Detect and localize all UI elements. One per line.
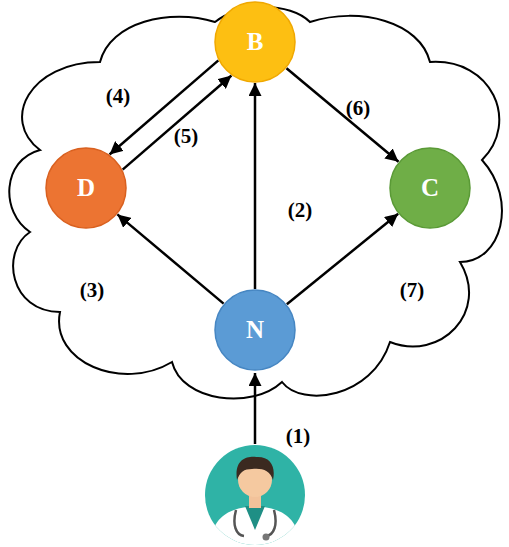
entry-arrow	[254, 373, 257, 444]
circle-fill	[215, 290, 295, 370]
node-letter: B	[247, 28, 264, 56]
flow-arrow	[254, 83, 257, 289]
doctor-neck	[249, 496, 261, 508]
circle-fill	[46, 148, 126, 228]
step-number: (2)	[288, 198, 313, 223]
node-letter: D	[77, 174, 95, 202]
state-circle: D	[45, 147, 127, 229]
state-circle: C	[389, 147, 471, 229]
flow-arrow	[117, 214, 223, 303]
doctor-coat	[210, 506, 300, 547]
flow-arrow	[287, 214, 398, 304]
state-circle: B	[214, 1, 296, 83]
circle-fill	[390, 148, 470, 228]
state-circle: N	[214, 289, 296, 371]
circle-fill	[215, 2, 295, 82]
step-number: (4)	[106, 84, 131, 109]
step-number: (3)	[80, 278, 105, 303]
node-letter: C	[421, 174, 439, 202]
stethoscope-bell	[263, 534, 270, 541]
node-letter: N	[246, 316, 264, 344]
step-number: (1)	[286, 424, 311, 449]
step-number: (6)	[346, 96, 371, 121]
doctor-shirt	[245, 506, 265, 530]
doctor-icon	[205, 445, 305, 547]
stethoscope	[234, 510, 275, 536]
flow-arrow	[123, 76, 232, 170]
step-number: (5)	[174, 124, 199, 149]
doctor-hair	[237, 457, 274, 480]
flow-arrow	[286, 68, 398, 161]
step-number: (7)	[400, 278, 425, 303]
